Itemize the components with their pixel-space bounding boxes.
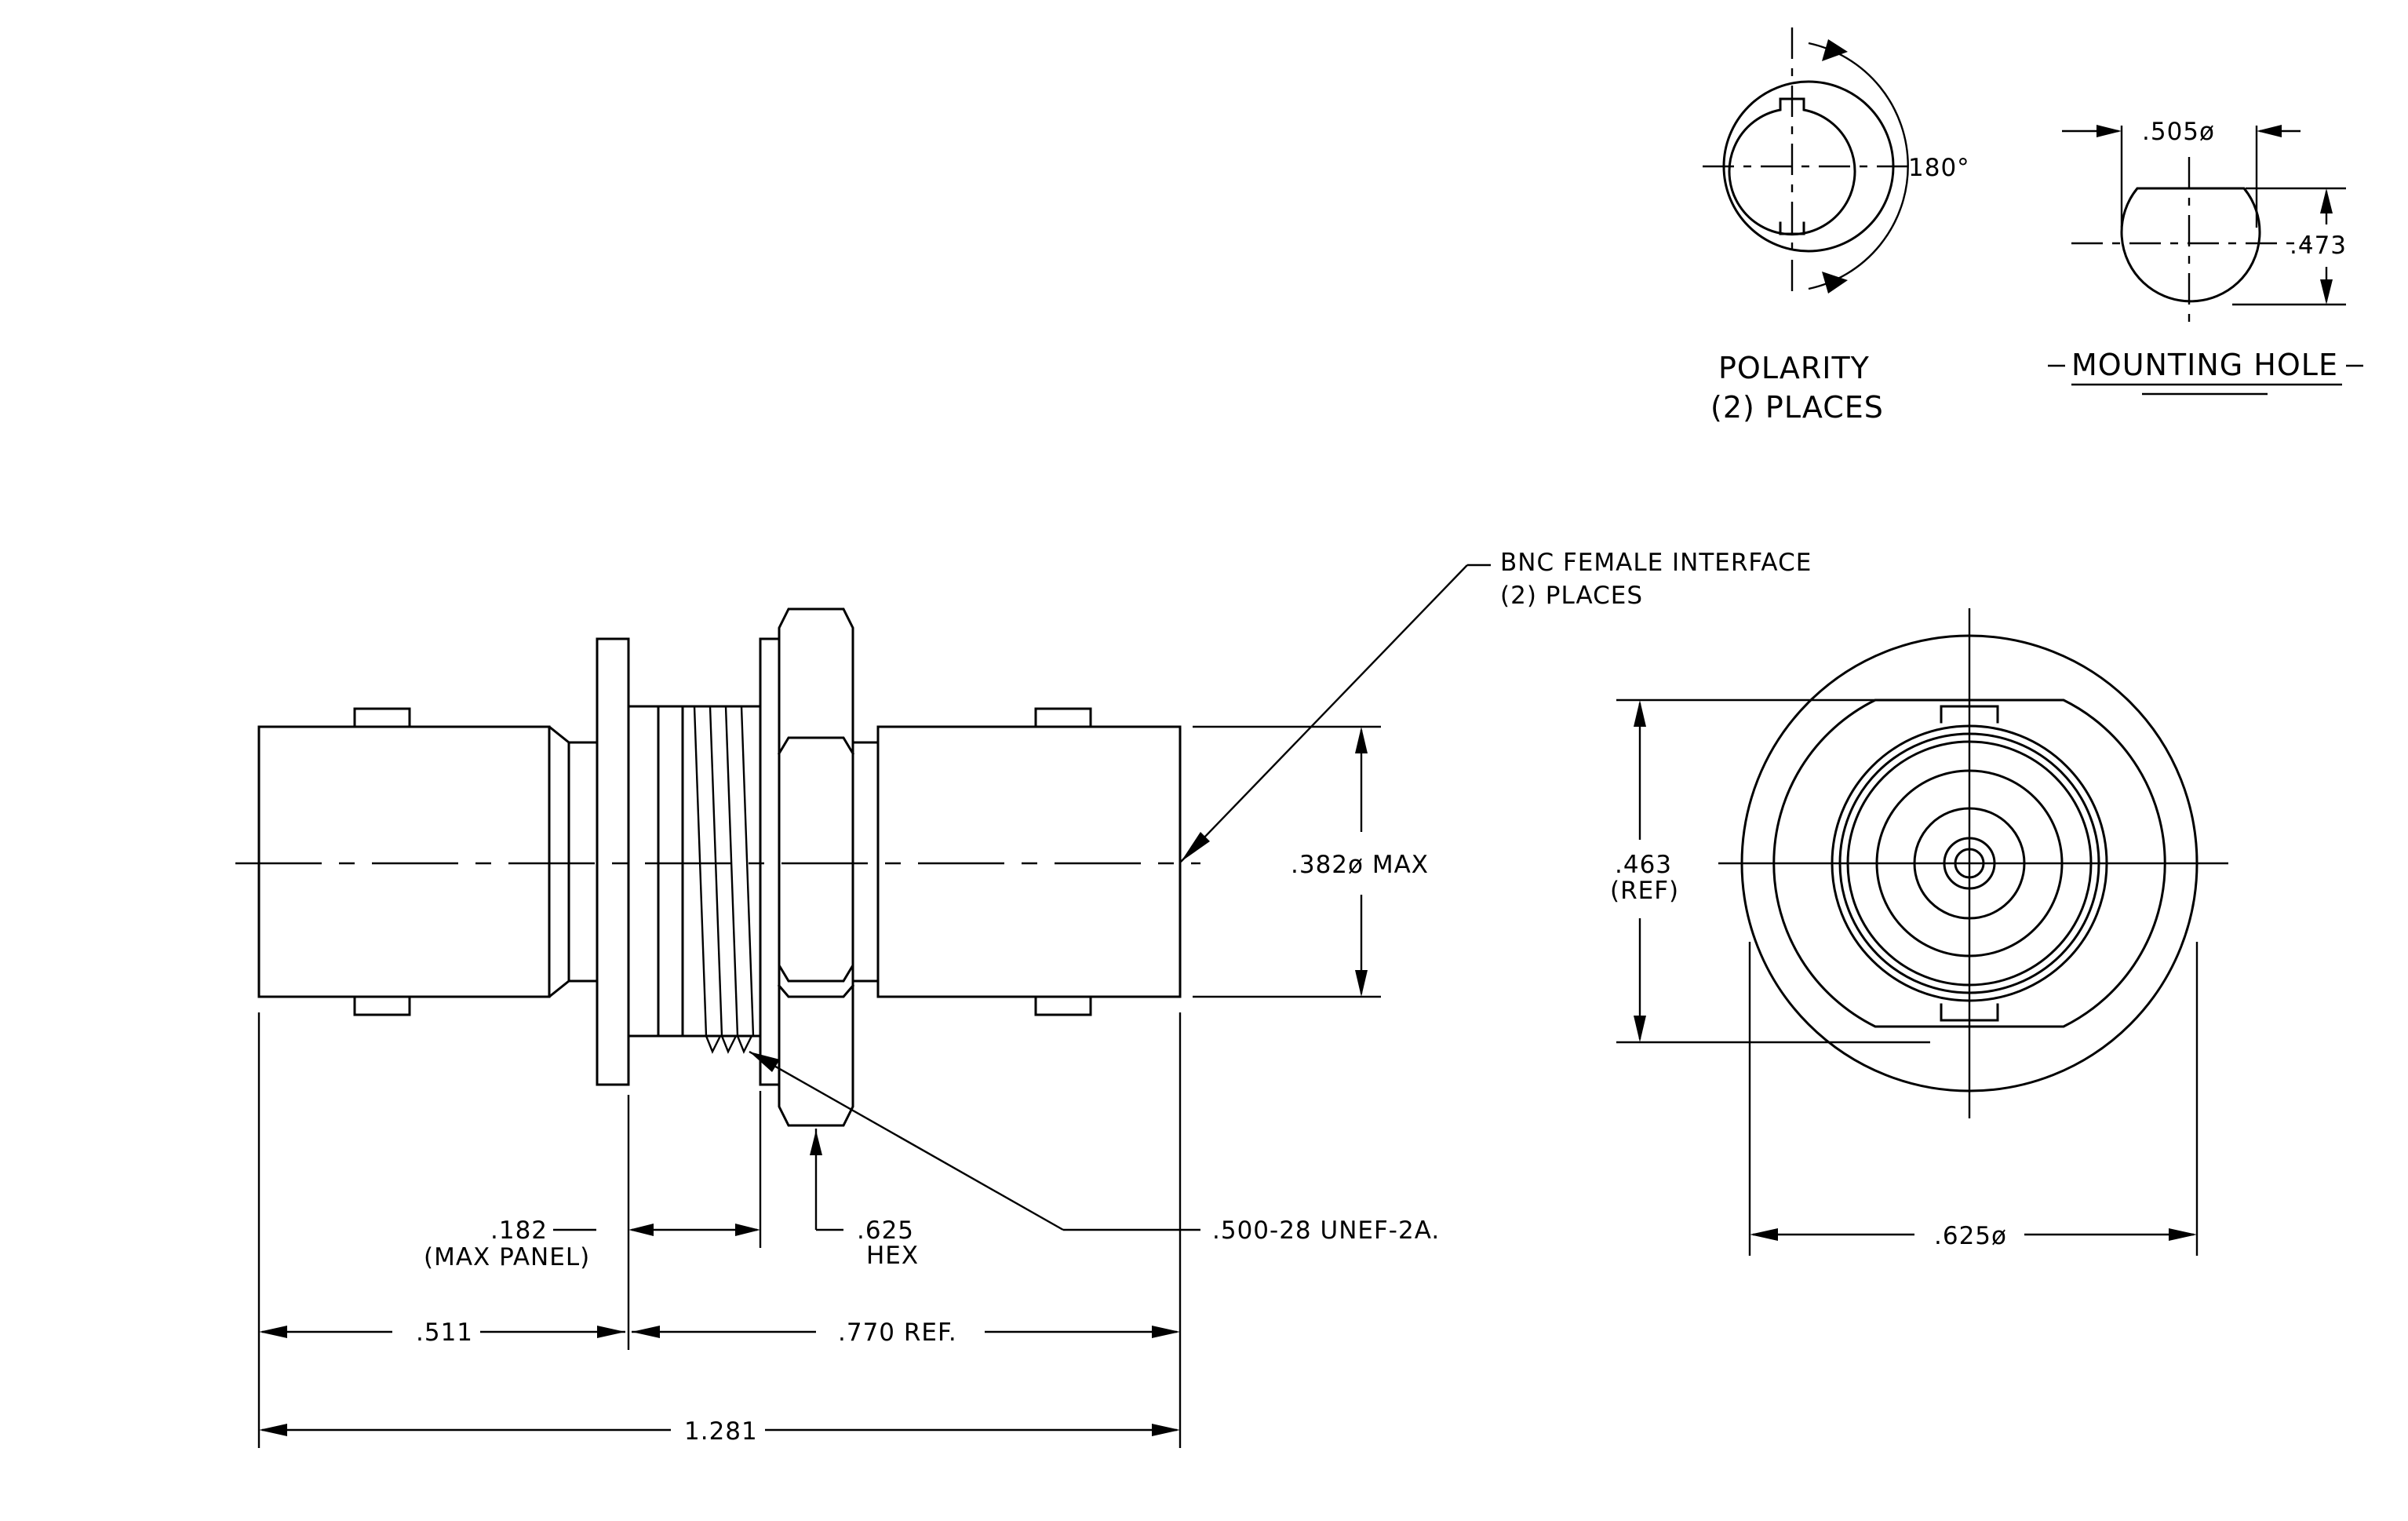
dim-382-label: .382ø MAX (1291, 851, 1429, 879)
dim-625hex-label-line2: HEX (866, 1242, 919, 1270)
mounting-hole-view: .505ø .473 MOUNTING HOLE (2048, 118, 2363, 396)
bottom-extension-lines (257, 1012, 1182, 1448)
polarity-view: 180° POLARITY (2) PLACES (1703, 27, 1970, 425)
mounting-hole-label: MOUNTING HOLE (2071, 348, 2338, 382)
dim-182-label-line1: .182 (490, 1216, 548, 1245)
dim-473-label: .473 (2290, 232, 2347, 260)
bnc-label-line2: (2) PLACES (1500, 582, 1643, 610)
dim-770-label: .770 REF. (838, 1319, 957, 1347)
dim-463-label-line1: .463 (1615, 851, 1672, 879)
polarity-label-line2: (2) PLACES (1710, 390, 1884, 425)
side-view (235, 607, 1200, 1127)
dim-182: .182 (MAX PANEL) (424, 1091, 762, 1350)
dim-511-label: .511 (416, 1319, 473, 1347)
thread-label: .500-28 UNEF-2A. (1212, 1216, 1440, 1245)
thread-leader: .500-28 UNEF-2A. (749, 1050, 1440, 1245)
dim-463-label-line2: (REF) (1610, 877, 1679, 905)
bnc-interface-leader: BNC FEMALE INTERFACE (2) PLACES (1180, 549, 1812, 863)
dim-625dia-label: .625ø (1934, 1222, 2007, 1250)
dim-625hex-label-line1: .625 (857, 1216, 914, 1245)
polarity-label-line1: POLARITY (1718, 351, 1870, 385)
bnc-label-line1: BNC FEMALE INTERFACE (1500, 549, 1812, 577)
dim-625-dia: .625ø (1748, 942, 2199, 1256)
front-view (1718, 608, 2228, 1118)
dim-511-770: .511 .770 REF. (259, 1319, 1180, 1347)
dim-1281: 1.281 (259, 1417, 1180, 1446)
dim-182-label-line2: (MAX PANEL) (424, 1243, 590, 1271)
angle-180-label: 180° (1908, 154, 1970, 182)
dim-463: .463 (REF) (1610, 698, 1930, 1044)
dim-505-label: .505ø (2142, 118, 2215, 146)
dim-382: .382ø MAX (1193, 725, 1429, 998)
dim-1281-label: 1.281 (684, 1417, 758, 1446)
dim-625-hex: .625 HEX (810, 1129, 919, 1270)
